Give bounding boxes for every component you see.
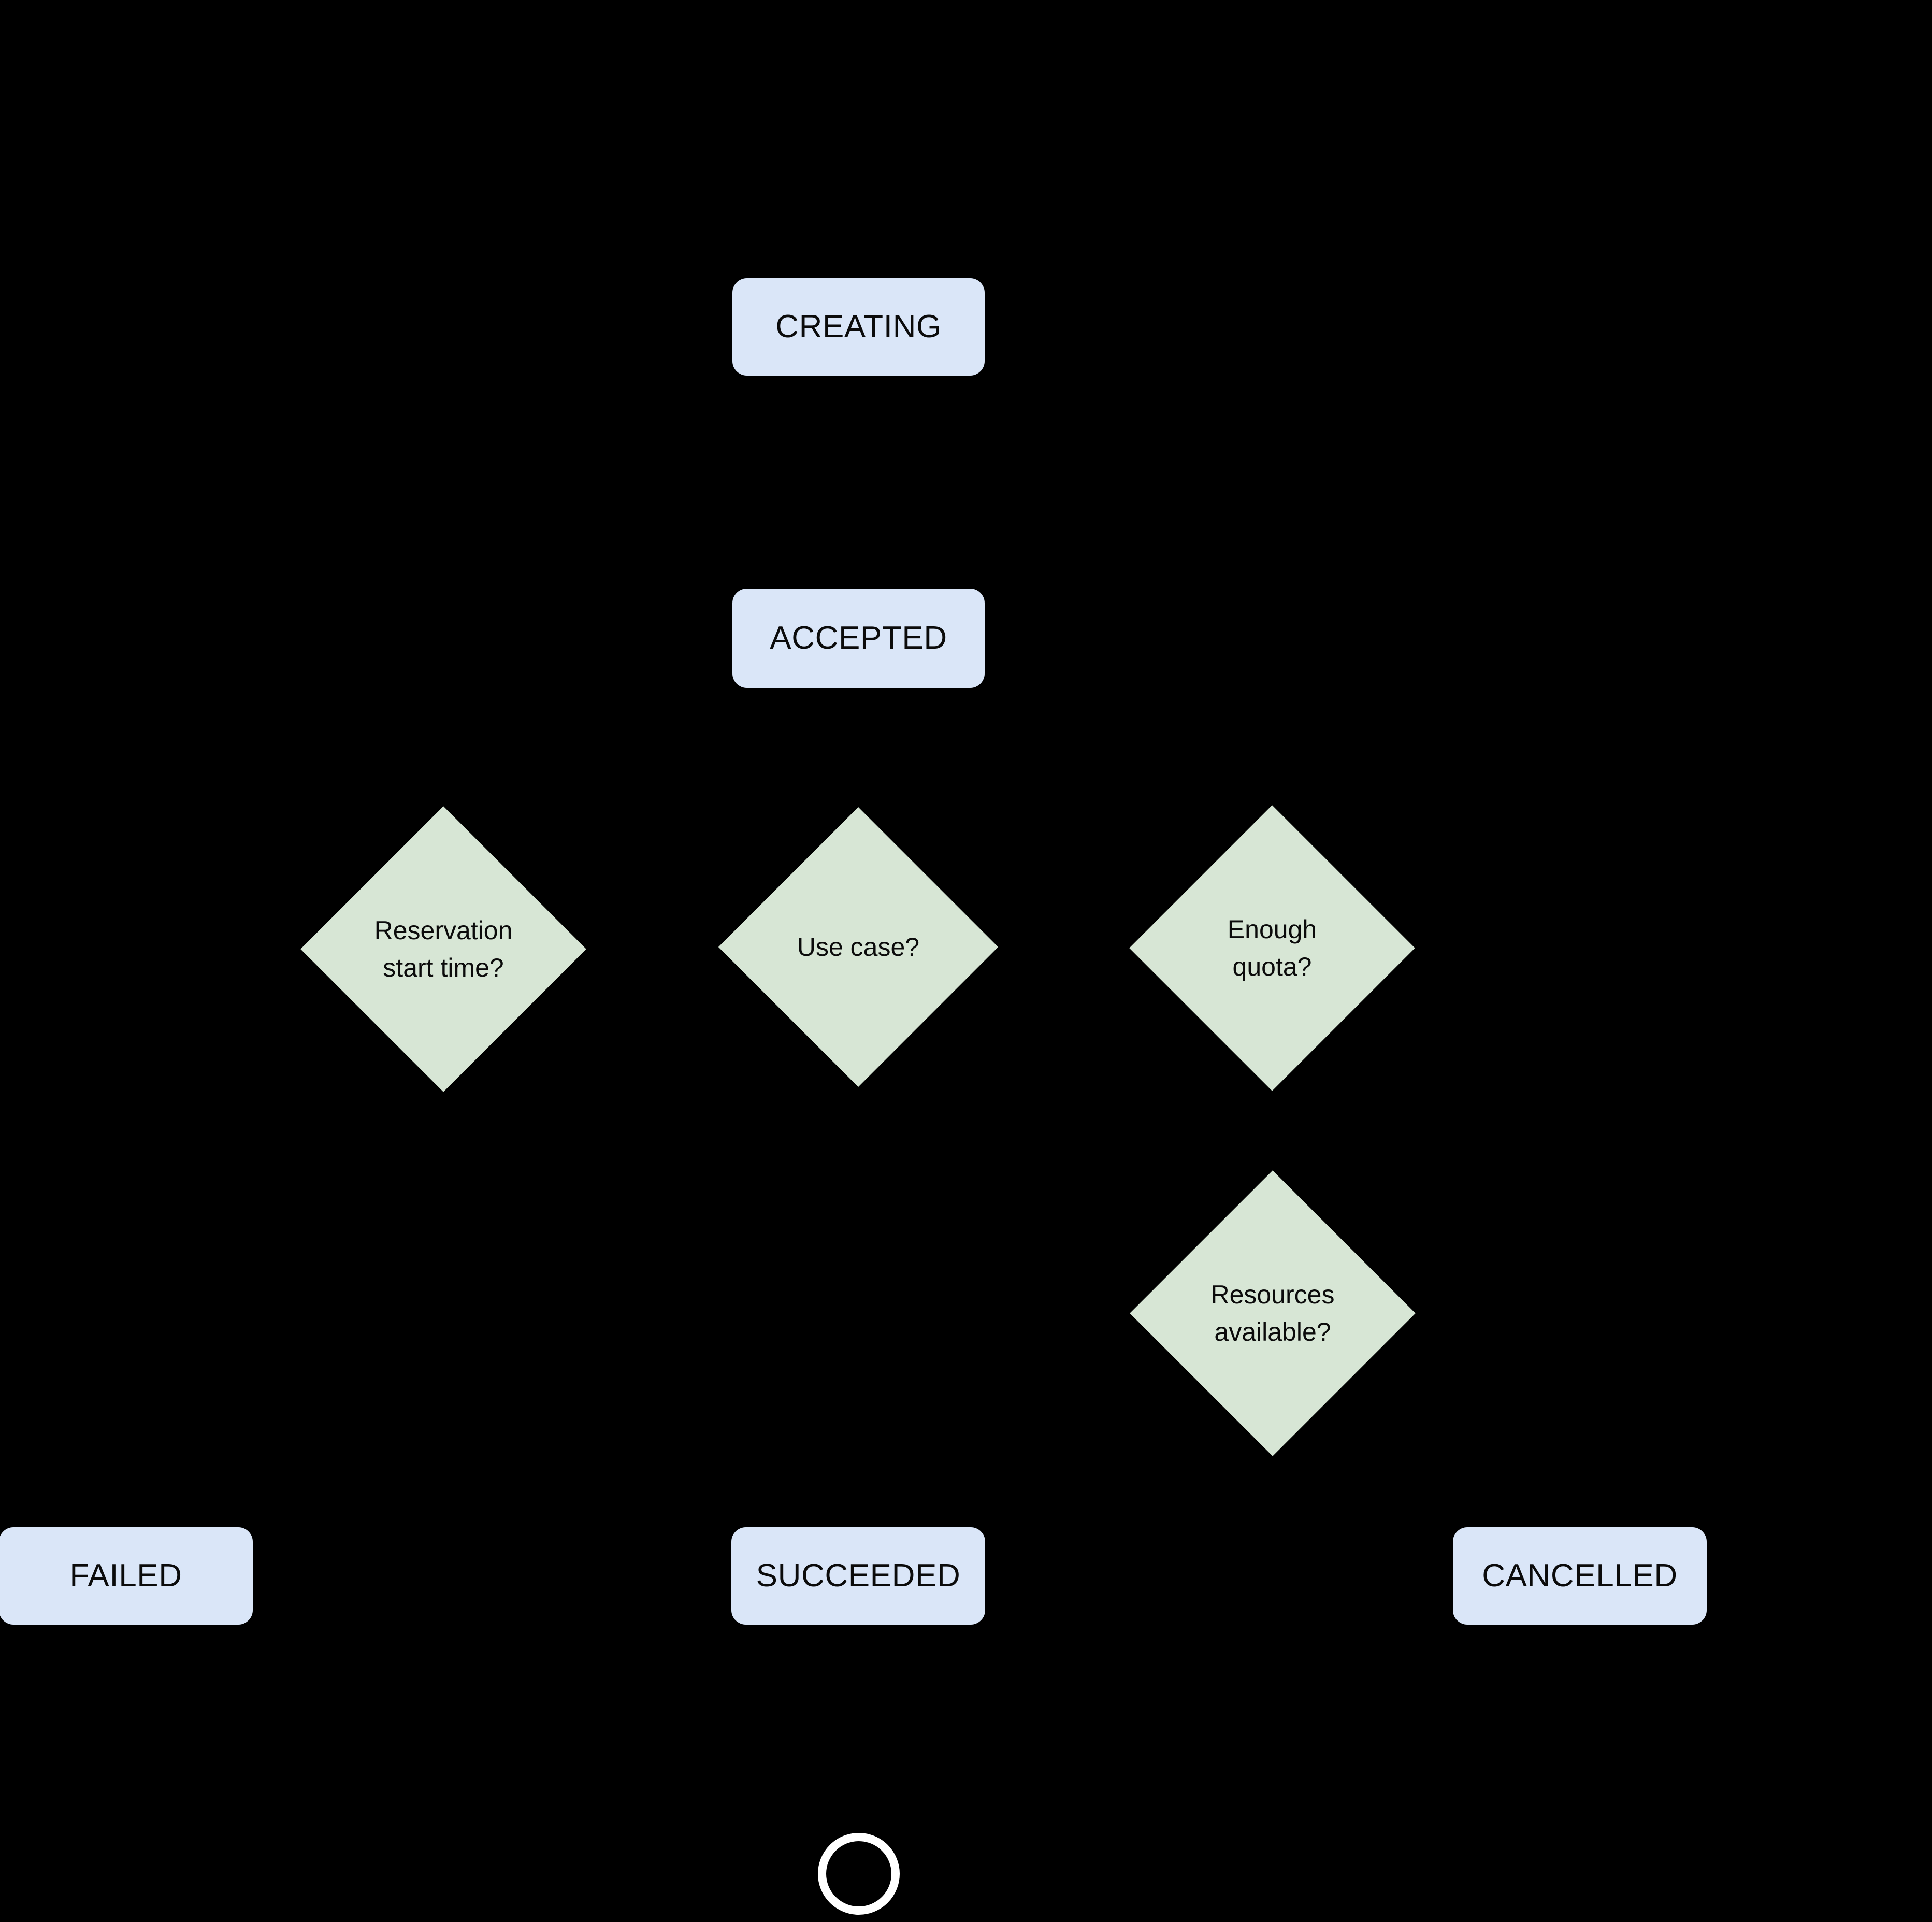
decision-label-reservation-start-time: Reservation start time? [365,912,522,987]
state-node-cancelled[interactable]: CANCELLED [1453,1527,1707,1625]
edge-resources-to-cancelled [1271,1414,1581,1527]
decision-label-resources-available: Resources available? [1194,1276,1351,1351]
decision-node-reservation-start-time[interactable]: Reservation start time? [300,806,586,1092]
terminal-end-node[interactable] [818,1833,900,1915]
decision-label-line1: Resources [1210,1280,1335,1309]
state-label-accepted: ACCEPTED [770,620,947,656]
edge-accepted-to-reservation-start [442,688,860,848]
decision-label-line1: Enough [1227,914,1317,944]
decision-node-use-case[interactable]: Use case? [718,807,999,1087]
state-node-succeeded[interactable]: SUCCEEDED [731,1527,985,1625]
decision-label-line1: Use case? [797,932,920,962]
decision-node-enough-quota[interactable]: Enough quota? [1129,805,1415,1091]
decision-label-line2: quota? [1232,952,1312,981]
state-node-creating[interactable]: CREATING [732,278,985,376]
state-label-creating: CREATING [775,308,942,345]
state-node-failed[interactable]: FAILED [0,1527,253,1625]
state-label-cancelled: CANCELLED [1482,1557,1678,1594]
decision-label-line1: Reservation [374,915,513,945]
state-label-failed: FAILED [69,1557,182,1594]
decision-label-enough-quota: Enough quota? [1193,911,1351,986]
decision-label-line2: available? [1214,1317,1331,1346]
decision-node-resources-available[interactable]: Resources available? [1130,1170,1416,1456]
state-node-accepted[interactable]: ACCEPTED [732,589,985,688]
decision-label-line2: start time? [383,953,504,982]
state-label-succeeded: SUCCEEDED [756,1557,961,1594]
decision-label-use-case: Use case? [781,928,935,966]
edge-accepted-to-enough-quota [857,688,1274,847]
edge-reservation-start-to-failed [125,1050,445,1527]
